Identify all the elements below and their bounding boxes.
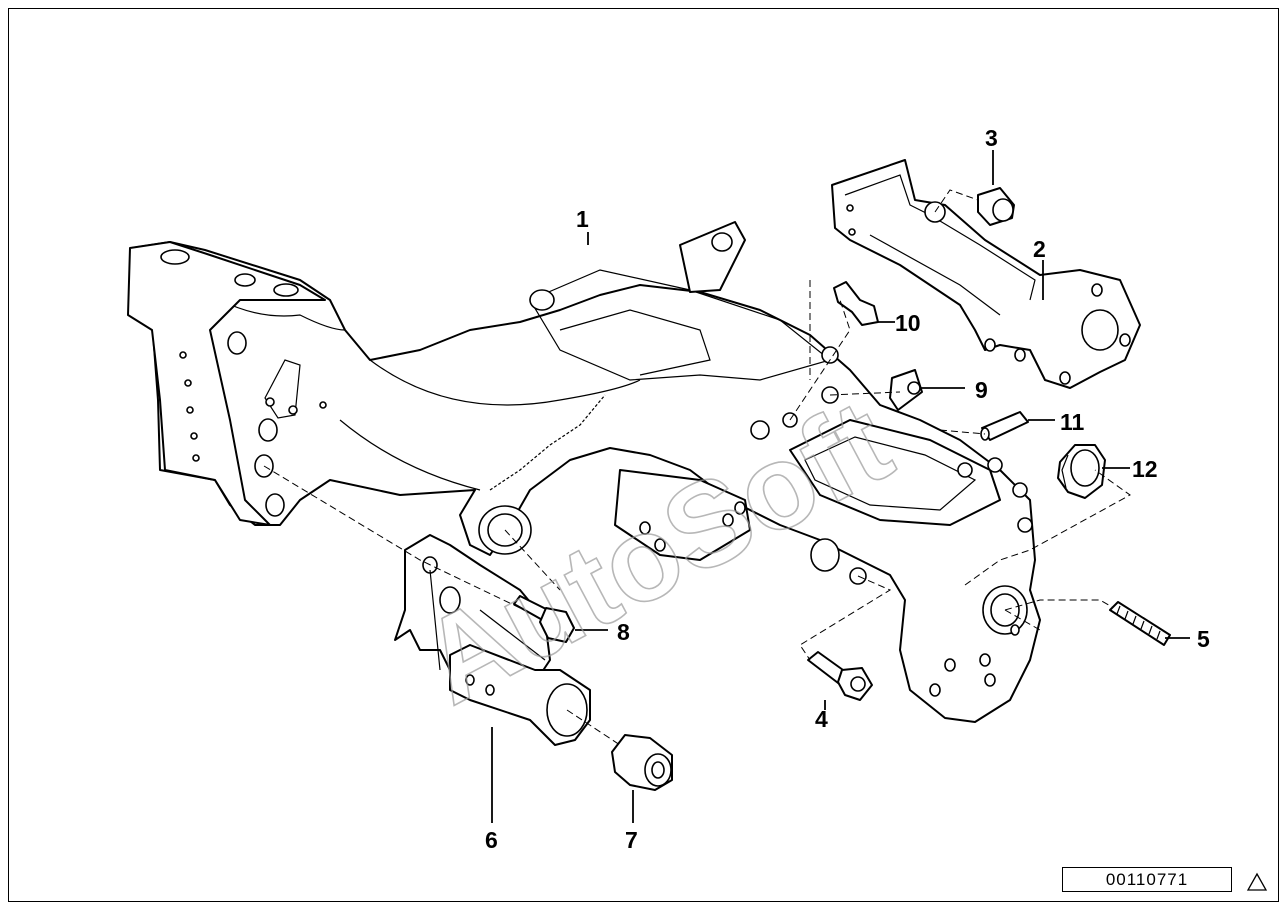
callout-12: 12 [1132,456,1158,482]
callout-2: 2 [1033,236,1046,262]
warning-triangle-icon [1246,872,1268,891]
bolt-part-4[interactable] [807,651,873,701]
bushing-part-7[interactable] [611,734,673,791]
bushing-part-3[interactable] [977,187,1015,226]
clip-nut-part-9[interactable] [889,369,923,411]
push-pin-part-10[interactable] [833,281,879,326]
callout-9: 9 [975,377,988,403]
callout-8: 8 [617,619,630,645]
leader-lines [491,150,1190,823]
callout-6: 6 [485,827,498,853]
callout-1: 1 [576,206,589,232]
callout-5: 5 [1197,626,1210,652]
callout-4: 4 [815,706,828,732]
callout-11: 11 [1060,409,1085,435]
drawing-frame [8,8,1279,902]
grommet-part-12[interactable] [1057,444,1106,499]
callout-3: 3 [985,125,998,151]
assembly-lines [263,189,1131,746]
bolt-part-8[interactable] [513,595,575,643]
callout-labels: 1 2 3 4 5 6 7 8 9 10 11 12 [485,125,1210,853]
callout-10: 10 [895,310,921,336]
document-number: 00110771 [1062,867,1232,892]
callout-7: 7 [625,827,638,853]
stud-part-5[interactable] [1109,601,1171,646]
differential-mount-part-6[interactable] [394,534,591,746]
pin-part-11[interactable] [980,411,1029,441]
